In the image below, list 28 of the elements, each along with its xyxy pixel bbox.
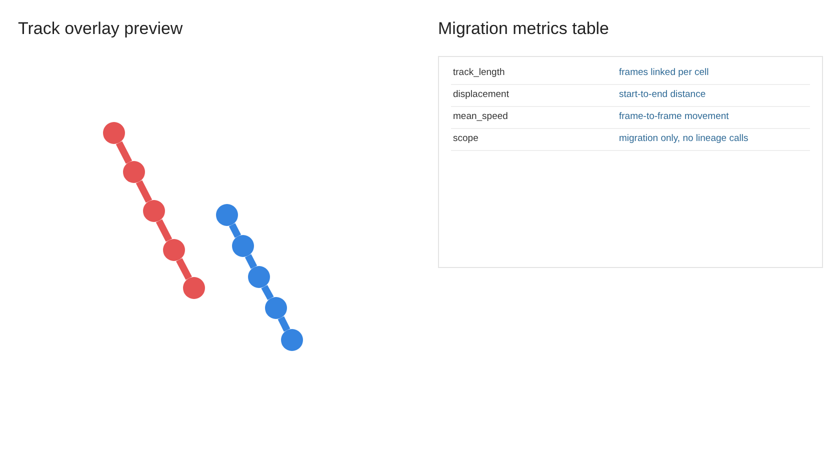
track-point: [248, 266, 270, 288]
table-cell-text: migration only, no lineage calls: [619, 132, 748, 146]
section-heading: Track overlay preview: [18, 18, 183, 40]
track-point: [103, 122, 125, 144]
track-point: [265, 297, 287, 319]
track-link: [228, 223, 242, 238]
track-point: [123, 161, 145, 183]
track-link: [261, 284, 274, 300]
table-cell-text: start-to-end distance: [619, 88, 706, 102]
track-link: [136, 180, 152, 203]
track-link: [244, 254, 258, 269]
track-link: [116, 141, 132, 164]
table-cell-text: frames linked per cell: [619, 66, 709, 80]
table-cell-text: displacement: [452, 88, 510, 102]
table-cell-text: frame-to-frame movement: [619, 110, 729, 124]
track-point: [163, 239, 185, 261]
table-cell-text: mean_speed: [452, 110, 509, 124]
track-point: [183, 277, 205, 299]
track-point: [232, 235, 254, 257]
section-heading: Migration metrics table: [438, 18, 610, 40]
track-point: [216, 204, 238, 226]
track-point: [281, 329, 303, 351]
table-cell-text: track_length: [452, 66, 506, 80]
track-link: [156, 219, 172, 242]
track-link: [278, 316, 290, 332]
table-cell-text: scope: [452, 132, 480, 146]
track-link: [176, 258, 192, 280]
track-point: [143, 200, 165, 222]
